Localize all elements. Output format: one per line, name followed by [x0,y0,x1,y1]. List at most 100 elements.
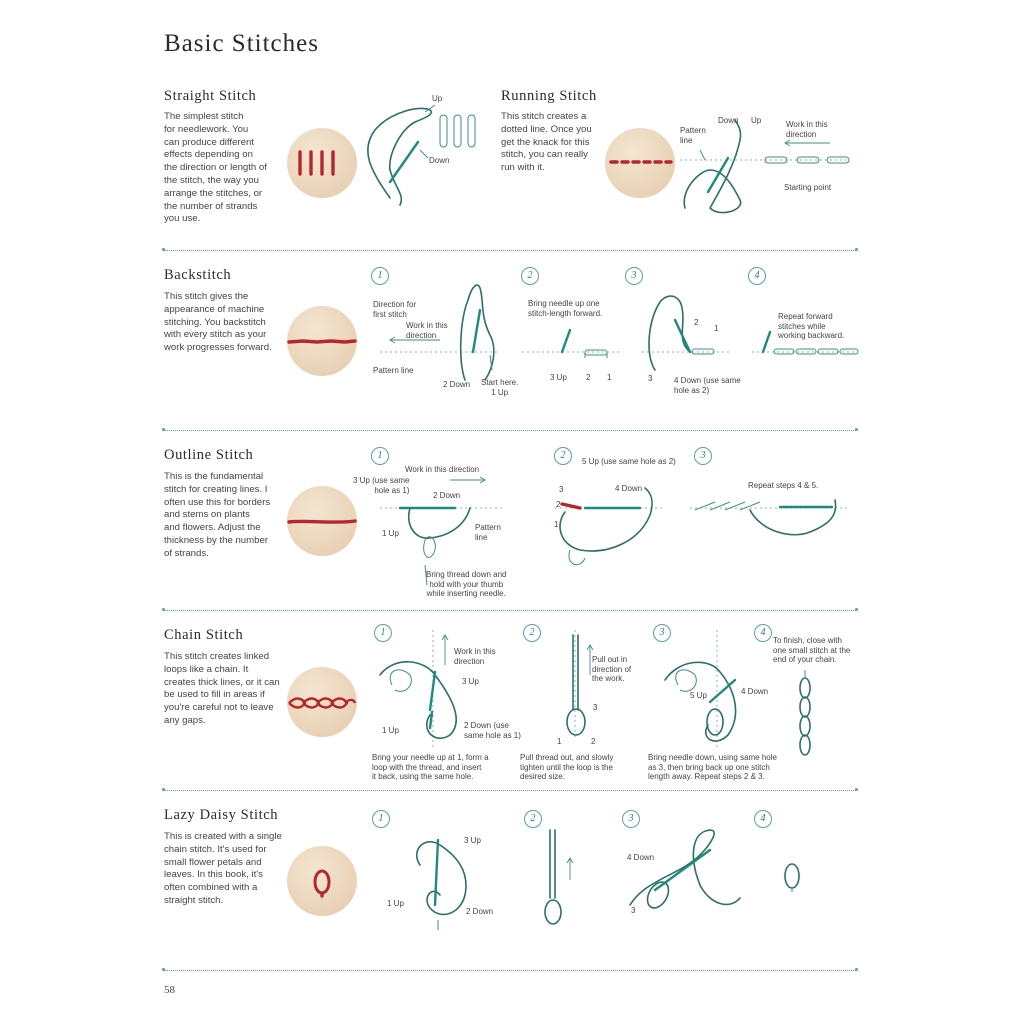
label-3-up: 3 Up [550,373,567,382]
step-number-3: 3 [694,447,712,465]
step-number-1: 1 [372,810,390,828]
label-2-down: 2 Down [433,491,461,500]
label-3: 3 [631,906,636,915]
label-2: 2 [694,318,699,327]
section-divider [162,968,858,971]
lazy-daisy-illustrations [416,829,800,930]
label-1-up: 1 Up [387,899,404,908]
running-stitch-sample [609,160,673,164]
label-3: 3 [648,374,653,383]
label-4-down: 4 Down [627,853,655,862]
label-5-up: 5 Up (use same hole as 2) [582,457,676,466]
label-2: 2 [591,737,596,746]
label-up: Up [751,116,762,125]
section-title-lazy-daisy-stitch: Lazy Daisy Stitch [164,807,279,823]
section-divider [162,428,858,431]
outline-stitch-sample [287,519,357,524]
label-down: Down [718,116,739,125]
chain-stitch-illustrations [379,630,811,756]
step-number-3: 3 [622,810,640,828]
step-number-4: 4 [748,267,766,285]
label-1-up: 1 Up [382,726,399,735]
fabric-sample-straight-stitch [287,128,357,198]
section-title-outline-stitch: Outline Stitch [164,447,254,463]
backstitch-illustrations [380,284,859,381]
section-divider [162,608,858,611]
backstitch-sample [287,339,357,344]
label-work-direction: Work in this direction [405,465,480,474]
fabric-sample-chain-stitch [287,667,357,737]
label-2-down: 2 Down [443,380,471,389]
step-number-1: 1 [371,267,389,285]
label-repeat-steps: Repeat steps 4 & 5. [748,481,819,490]
section-title-straight-stitch: Straight Stitch [164,88,257,104]
label-3-up: 3 Up [464,836,481,845]
label-1-up: 1 Up [382,529,399,538]
label-start-here: Start here.1 Up [481,378,519,397]
step-number-2: 2 [554,447,572,465]
step-number-2: 2 [521,267,539,285]
section-title-chain-stitch: Chain Stitch [164,627,244,643]
fabric-sample-backstitch [287,306,357,376]
label-3-up: 3 Up [462,677,479,686]
section-divider [162,788,858,791]
section-title-backstitch: Backstitch [164,267,232,283]
step-number-2: 2 [523,624,541,642]
step-number-1: 1 [371,447,389,465]
straight-stitch-sample [298,150,335,176]
section-divider [162,248,858,251]
label-3: 3 [593,703,598,712]
label-1: 1 [714,324,719,333]
label-down: Down [429,156,450,165]
fabric-sample-running-stitch [605,128,675,198]
page-title: Basic Stitches [164,30,319,57]
fabric-sample-lazy-daisy-stitch [287,846,357,916]
label-pattern-line: Pattern line [373,366,414,375]
fabric-sample-outline-stitch [287,486,357,556]
label-2-down: 2 Down [466,907,494,916]
label-3: 3 [559,485,564,494]
running-stitch-illustration [680,119,850,214]
chain-stitch-sample [288,697,357,709]
label-1: 1 [557,737,562,746]
section-title-running-stitch: Running Stitch [501,88,597,104]
lazy-daisy-sample [313,869,331,898]
step-number-4: 4 [754,624,772,642]
straight-stitch-illustration [367,104,476,206]
step-number-2: 2 [524,810,542,828]
step-number-3: 3 [653,624,671,642]
step-number-1: 1 [374,624,392,642]
label-up: Up [432,94,443,103]
page-number: 58 [164,984,175,996]
label-1: 1 [607,373,612,382]
label-5-up: 5 Up [690,691,707,700]
label-1: 1 [554,520,559,529]
label-2: 2 [586,373,591,382]
outline-stitch-illustrations [380,476,850,586]
label-4-down: 4 Down [615,484,643,493]
step-number-3: 3 [625,267,643,285]
